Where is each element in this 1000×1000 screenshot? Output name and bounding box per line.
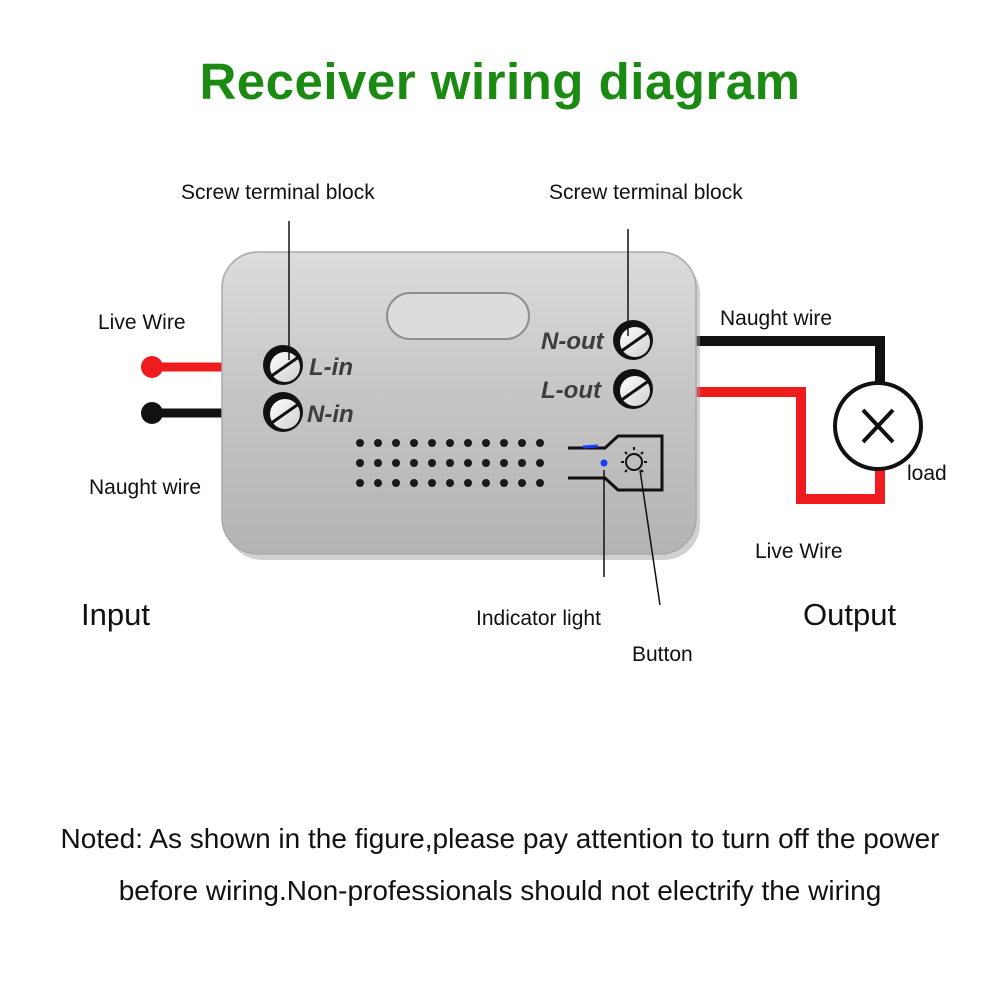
label-screw-terminal-left: Screw terminal block <box>181 181 375 204</box>
device-window <box>386 292 530 340</box>
label-naught-wire-output: Naught wire <box>720 307 833 330</box>
screw-terminal-l-out[interactable] <box>613 369 653 409</box>
grille-dot <box>482 439 490 447</box>
grille-dot <box>374 459 382 467</box>
screw-terminal-l-in[interactable] <box>263 345 303 385</box>
indicator-light-dot <box>600 459 608 467</box>
grille-dot <box>536 479 544 487</box>
label-input: Input <box>81 597 150 632</box>
grille-dot <box>374 479 382 487</box>
grille-dot <box>356 479 364 487</box>
live-wire-output <box>694 387 885 504</box>
grille-dot <box>374 439 382 447</box>
grille-dot <box>464 479 472 487</box>
grille-dot <box>536 459 544 467</box>
grille-dot <box>500 459 508 467</box>
grille-dot <box>446 459 454 467</box>
live-wire-input <box>141 356 226 378</box>
leader-line-button <box>639 469 661 606</box>
label-load: load <box>907 462 947 485</box>
terminal-label-n-out: N-out <box>541 328 605 355</box>
terminal-label-l-out: L-out <box>541 377 602 404</box>
naught-wire-input <box>141 402 226 424</box>
grille-dot <box>446 439 454 447</box>
grille-dot <box>518 479 526 487</box>
button-indicator-symbol[interactable] <box>568 434 664 492</box>
grille-dot <box>446 479 454 487</box>
terminal-label-n-in: N-in <box>307 401 354 428</box>
label-live-wire-output: Live Wire <box>755 540 843 563</box>
screw-terminal-n-out[interactable] <box>613 320 653 360</box>
grille-dot <box>464 439 472 447</box>
grille-dot <box>482 479 490 487</box>
grille-dot <box>392 479 400 487</box>
naught-wire-output <box>694 336 885 392</box>
grille-dot <box>410 439 418 447</box>
grille-dot <box>500 479 508 487</box>
grille-dot <box>482 459 490 467</box>
grille-dot <box>536 439 544 447</box>
label-button: Button <box>632 643 693 666</box>
grille-dot <box>356 439 364 447</box>
speaker-grille <box>356 439 544 487</box>
label-naught-wire-input: Naught wire <box>89 476 202 499</box>
bulb-icon <box>625 453 643 471</box>
terminal-label-l-in: L-in <box>309 354 353 381</box>
label-live-wire-input: Live Wire <box>98 311 186 334</box>
grille-dot <box>464 459 472 467</box>
grille-dot <box>428 439 436 447</box>
note-line-2: before wiring.Non-professionals should n… <box>118 875 882 906</box>
grille-dot <box>392 439 400 447</box>
grille-dot <box>500 439 508 447</box>
grille-dot <box>428 459 436 467</box>
label-screw-terminal-right: Screw terminal block <box>549 181 743 204</box>
grille-dot <box>392 459 400 467</box>
label-indicator-light: Indicator light <box>476 607 601 630</box>
diagram-title: Receiver wiring diagram <box>199 53 801 110</box>
grille-dot <box>410 479 418 487</box>
grille-dot <box>356 459 364 467</box>
grille-dot <box>428 479 436 487</box>
load-lamp-icon <box>833 381 923 471</box>
screw-terminal-n-in[interactable] <box>263 392 303 432</box>
note-line-1: Noted: As shown in the figure,please pay… <box>60 823 940 854</box>
grille-dot <box>518 459 526 467</box>
grille-dot <box>518 439 526 447</box>
label-output: Output <box>803 597 897 632</box>
grille-dot <box>410 459 418 467</box>
